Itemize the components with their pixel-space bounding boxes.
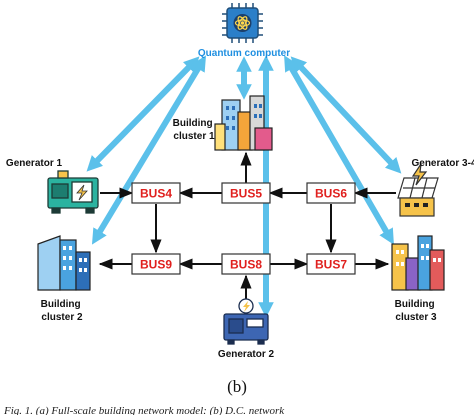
- bus-box: [306, 253, 356, 275]
- quantum-link-generator-3: [290, 56, 402, 174]
- bus-box: [221, 253, 271, 275]
- bus-bus8: BUS8: [221, 253, 271, 275]
- bus-bus5: BUS5: [221, 182, 271, 204]
- building-cluster-3-icon: [391, 235, 445, 291]
- building-cluster-2-label: Building cluster 2: [41, 299, 84, 323]
- bus-label: BUS4: [140, 187, 172, 201]
- bus-box: [131, 253, 181, 275]
- bus-bus7: BUS7: [306, 253, 356, 275]
- bus-bus9: BUS9: [131, 253, 181, 275]
- quantum-chip-icon: [222, 3, 263, 43]
- building-cluster-2-icon: [37, 235, 91, 291]
- bus-bus6: BUS6: [306, 182, 356, 204]
- bus-label: BUS6: [315, 187, 347, 201]
- generator-3-icon: [397, 163, 439, 217]
- building-cluster-1-label: Building cluster 1: [173, 118, 216, 142]
- generator-1-icon: [47, 170, 99, 214]
- quantum-link-generator-1: [86, 56, 200, 172]
- generator-2-label: Generator 2: [218, 349, 275, 360]
- quantum-link-building-cluster-2: [91, 55, 207, 245]
- bus-box: [306, 182, 356, 204]
- generator-1-label: Generator 1: [6, 158, 63, 169]
- power-flow-arrows: [98, 151, 396, 306]
- bus-label: BUS9: [140, 258, 172, 272]
- bus-box: [131, 182, 181, 204]
- figure-caption: (b): [227, 377, 247, 396]
- bus-label: BUS8: [230, 258, 262, 272]
- building-cluster-3-label: Building cluster 3: [395, 299, 438, 323]
- quantum-link-building-cluster-3: [284, 55, 394, 245]
- generator-3-label: Generator 3-4: [411, 158, 474, 169]
- quantum-computer-label: Quantum computer: [198, 48, 290, 59]
- generator-2-icon: [223, 298, 269, 345]
- bus-bus4: BUS4: [131, 182, 181, 204]
- figure-footer-text: Fig. 1. (a) Full-scale building network …: [3, 405, 285, 415]
- bus-label: BUS7: [315, 258, 347, 272]
- bus-label: BUS5: [230, 187, 262, 201]
- building-cluster-1-icon: [214, 95, 273, 151]
- bus-box: [221, 182, 271, 204]
